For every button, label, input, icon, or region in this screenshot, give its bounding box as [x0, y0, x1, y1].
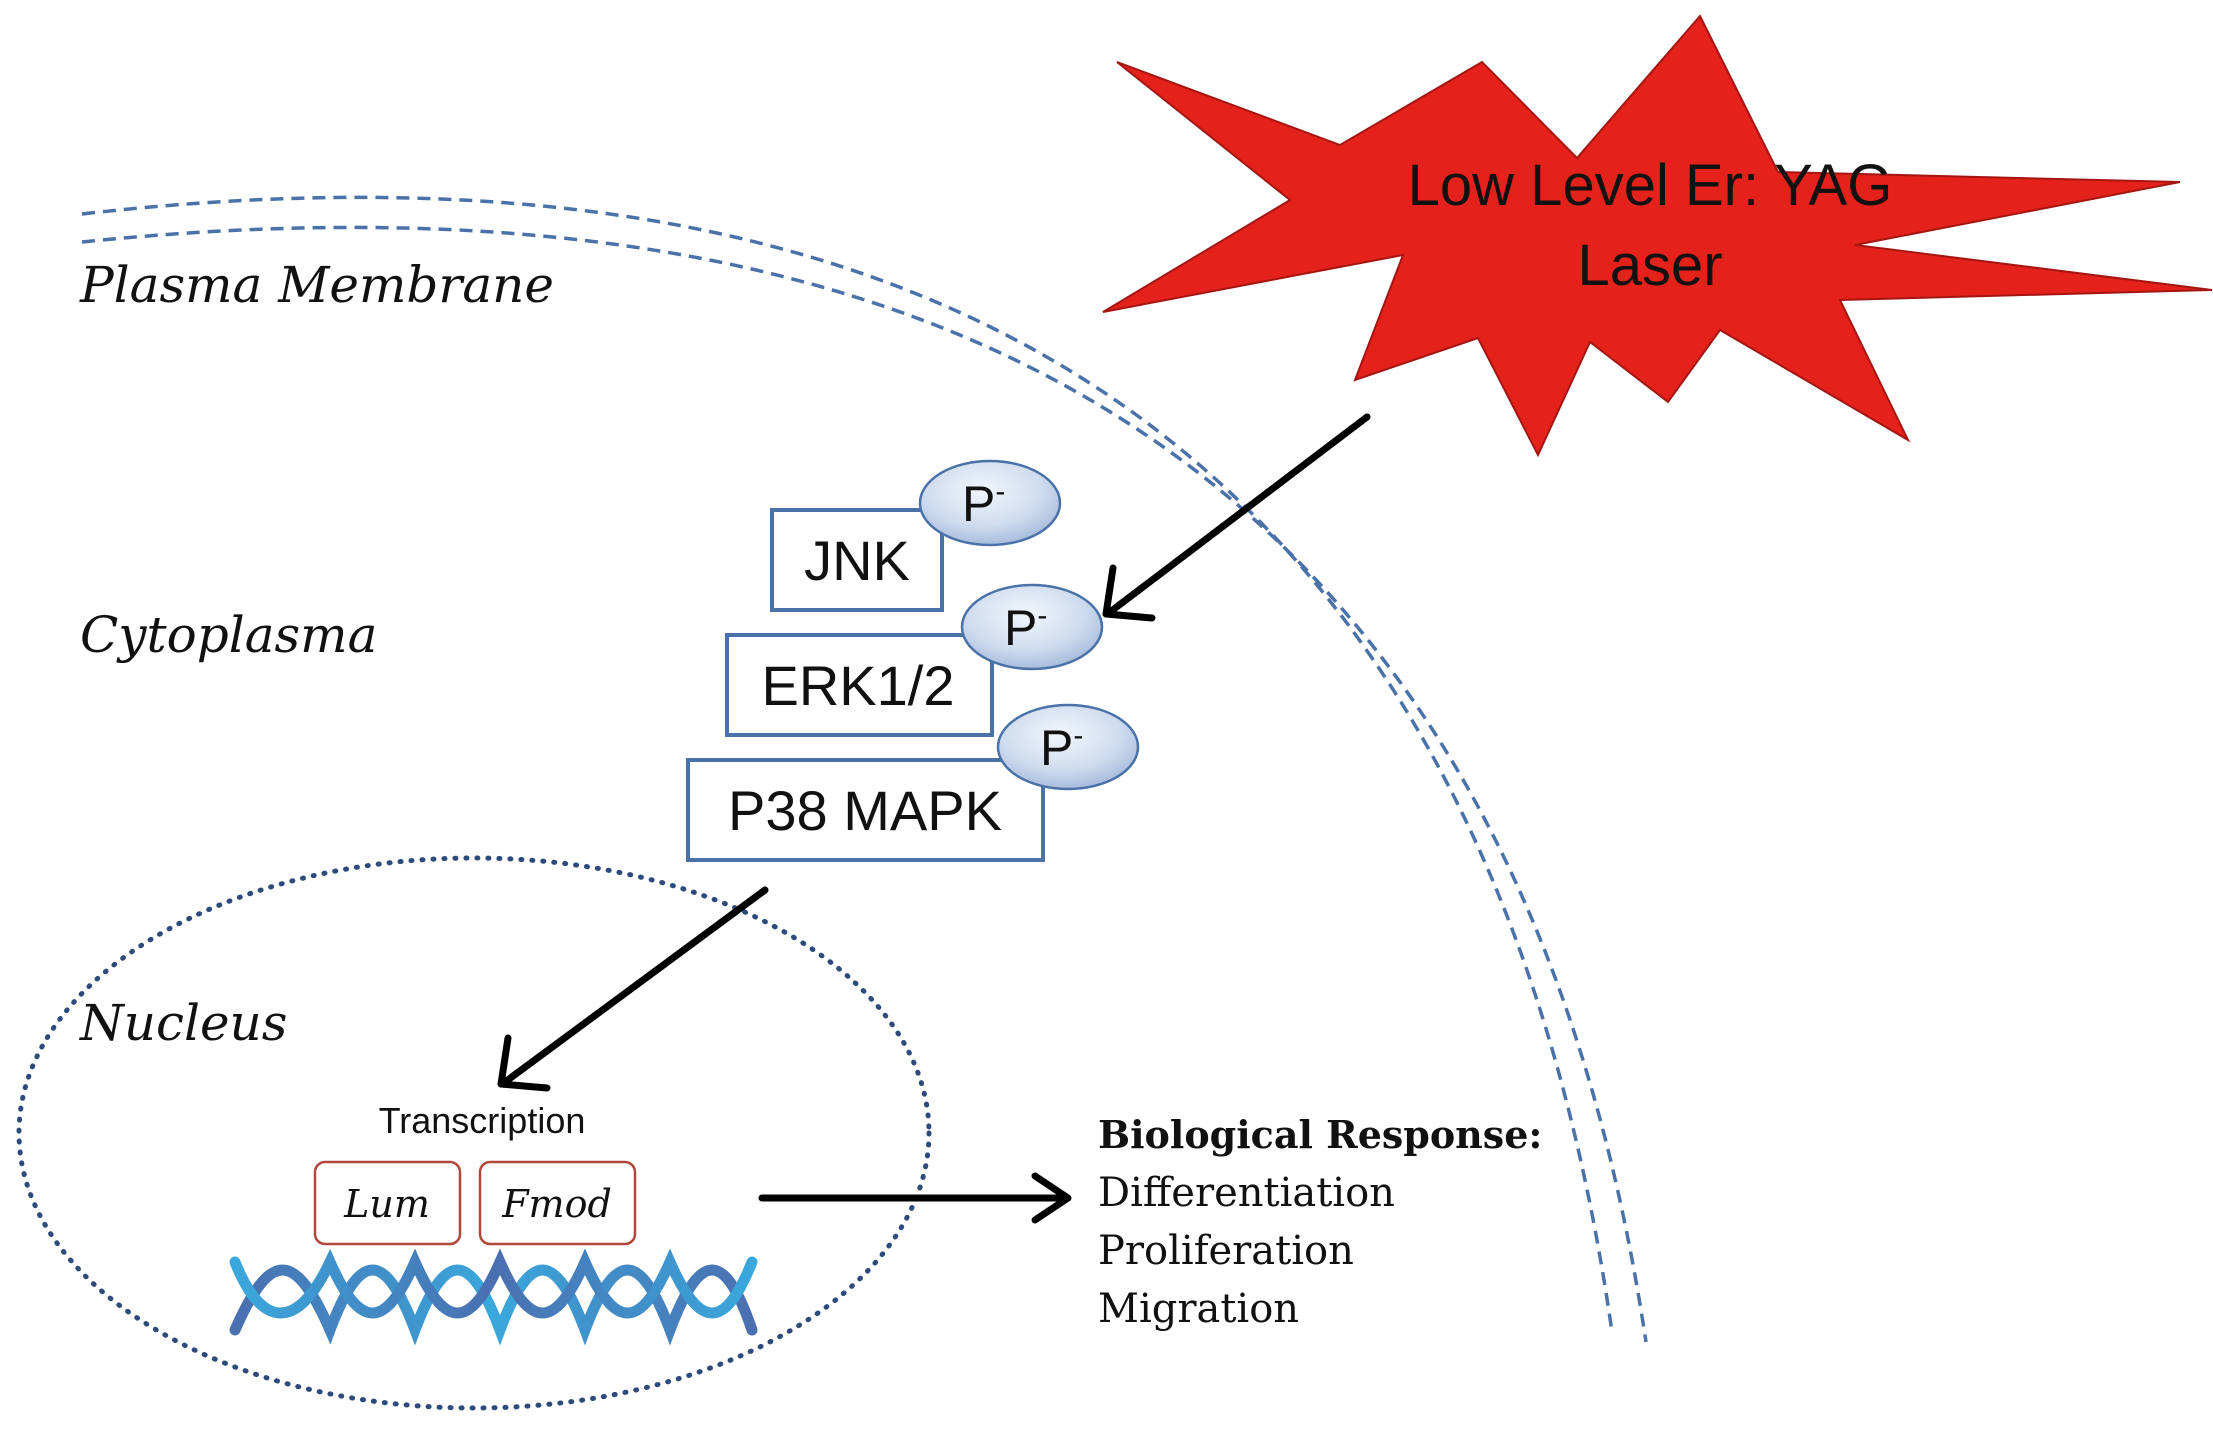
response-item-migration: Migration	[1098, 1286, 1299, 1332]
transcription-label: Transcription	[379, 1100, 586, 1141]
dna-helix-icon	[229, 1248, 758, 1346]
response-item-differentiation: Differentiation	[1098, 1170, 1395, 1216]
kinase-p38-label: P38 MAPK	[728, 779, 1002, 842]
phospho-bubble-p38	[996, 703, 1140, 791]
kinase-erk: ERK1/2 P-	[725, 583, 1104, 737]
response-item-proliferation: Proliferation	[1098, 1228, 1354, 1274]
transcription-to-response-arrow	[758, 1172, 1072, 1224]
gene-fmod: Fmod	[478, 1160, 637, 1246]
phospho-erk-label: P-	[1004, 599, 1047, 656]
response-title: Biological Response:	[1098, 1112, 1542, 1157]
nucleus-boundary	[16, 855, 932, 1411]
gene-lum-box	[313, 1160, 462, 1246]
kinase-jnk: JNK P-	[770, 459, 1062, 612]
nucleus-label: Nucleus	[79, 994, 287, 1052]
biological-response: Biological Response: Differentiation Pro…	[1098, 1112, 1542, 1332]
plasma-membrane	[81, 195, 1648, 1343]
dna-strand-a	[229, 1264, 758, 1346]
laser-label-line1: Low Level Er: YAG	[1408, 153, 1893, 218]
gene-fmod-box	[478, 1160, 637, 1246]
gene-lum: Lum	[313, 1160, 462, 1246]
gene-lum-label: Lum	[343, 1182, 430, 1226]
gene-fmod-label: Fmod	[501, 1182, 612, 1226]
phospho-bubble-erk	[960, 583, 1104, 671]
kinase-erk-label: ERK1/2	[762, 654, 955, 717]
kinase-to-transcription-arrow	[497, 886, 769, 1092]
phospho-bubble-jnk	[918, 459, 1062, 547]
laser-to-kinase-arrow	[1102, 413, 1371, 622]
phospho-jnk-label: P-	[962, 475, 1005, 532]
laser-label-line2: Laser	[1577, 233, 1722, 298]
kinase-jnk-box	[770, 508, 944, 612]
cytoplasma-label: Cytoplasma	[80, 606, 377, 664]
phospho-p38-label: P-	[1040, 719, 1083, 776]
laser-starburst: Low Level Er: YAG Laser	[1102, 14, 2213, 458]
dna-strand-b	[229, 1248, 758, 1319]
plasma-membrane-label: Plasma Membrane	[79, 256, 554, 314]
kinase-erk-box	[725, 633, 994, 737]
kinase-jnk-label: JNK	[804, 529, 910, 592]
laser-star-shape	[1102, 14, 2213, 458]
kinase-p38: P38 MAPK P-	[686, 703, 1140, 862]
kinase-p38-box	[686, 758, 1045, 862]
